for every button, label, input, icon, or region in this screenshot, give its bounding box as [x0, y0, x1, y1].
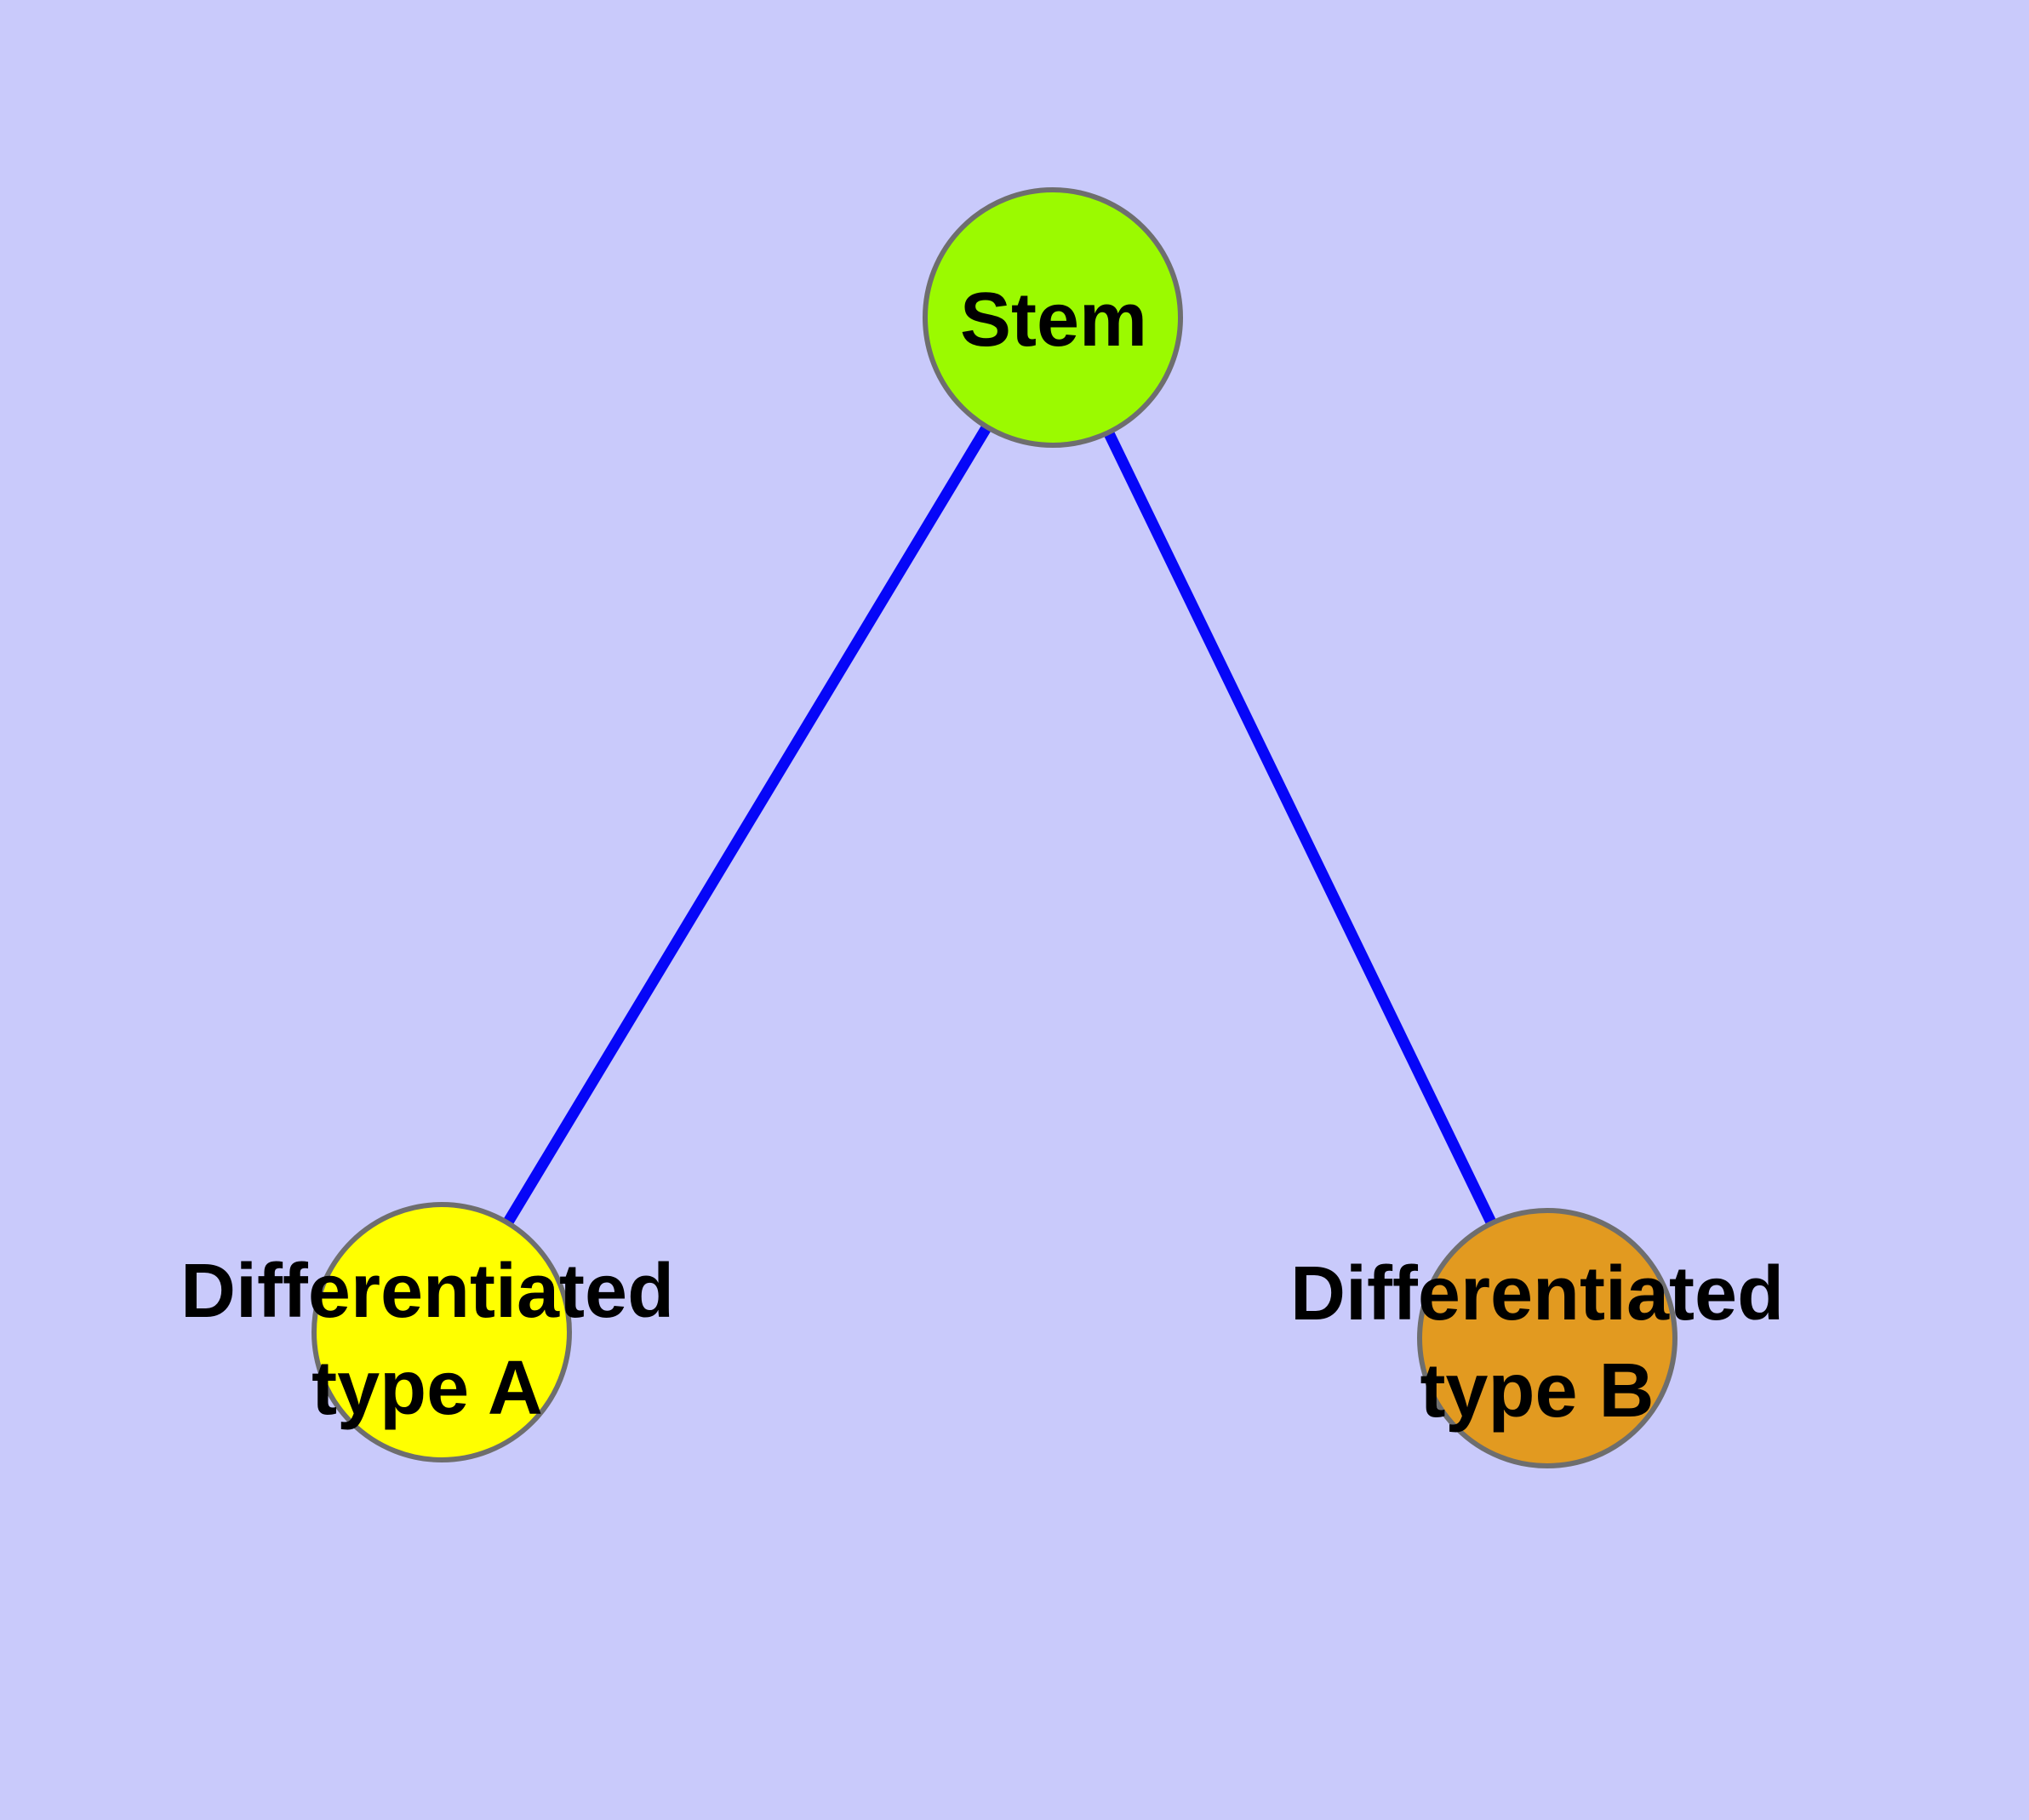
edge-stem-to-type-b — [1048, 315, 1552, 1341]
node-type-a-circle — [311, 1202, 572, 1462]
node-type-b-label-line2: type B — [1420, 1348, 1655, 1434]
node-type-b-circle — [1417, 1208, 1677, 1468]
edge-stem-to-type-a — [437, 314, 1058, 1336]
node-type-a-label-line2: type A — [311, 1346, 543, 1431]
node-stem-label: Stem — [960, 272, 1147, 369]
node-type-a-label-line1: Differentiated — [180, 1249, 675, 1334]
node-type-a-label: Differentiated type A — [180, 1243, 674, 1437]
node-type-b-label-line1: Differentiated — [1289, 1251, 1785, 1336]
node-type-b-label: Differentiated type B — [1290, 1245, 1784, 1439]
node-stem-circle — [923, 187, 1183, 448]
node-stem-label-text: Stem — [959, 278, 1148, 363]
